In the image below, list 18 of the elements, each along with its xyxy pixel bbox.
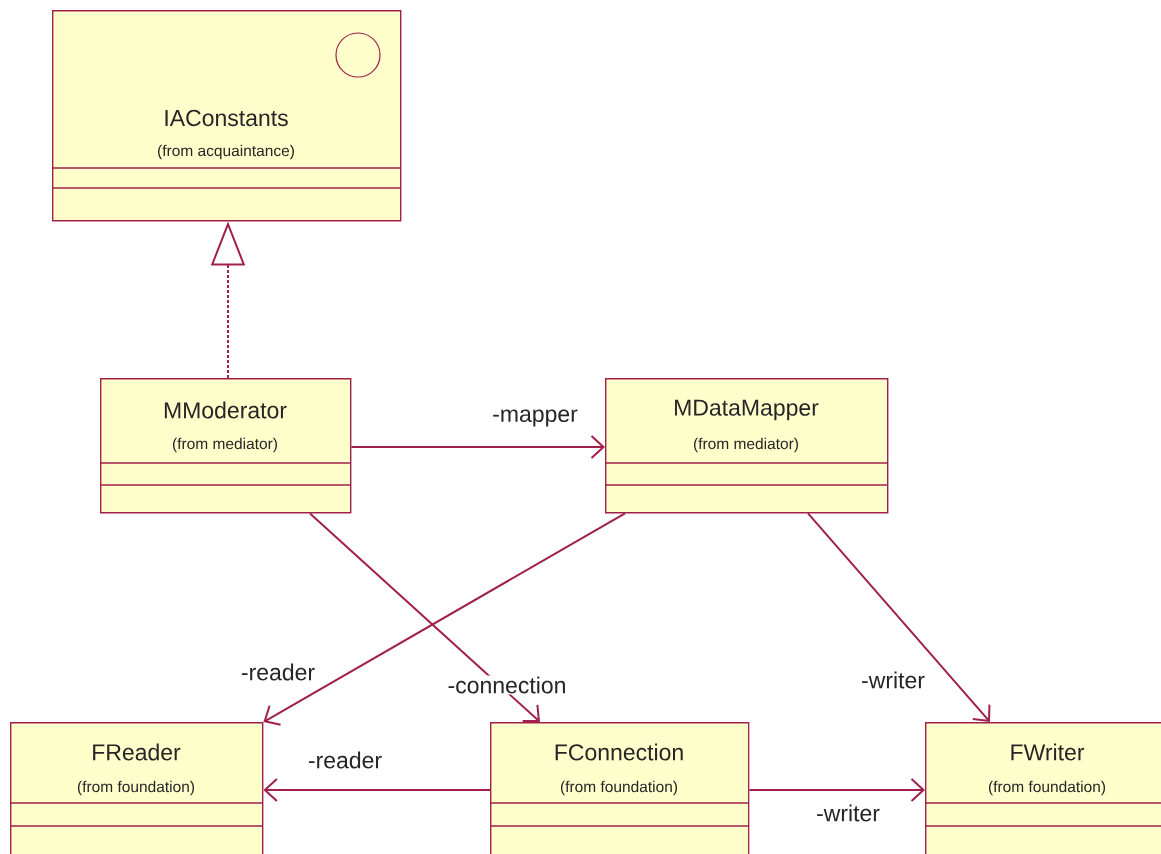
class-box: FReader (from foundation) <box>9 722 264 854</box>
edge-label: -connection <box>446 675 568 695</box>
edge-label: -reader <box>239 662 317 682</box>
class-box: FConnection (from foundation) <box>489 722 750 854</box>
association-arrow <box>748 778 925 802</box>
association-arrow <box>807 512 991 722</box>
association-arrow <box>309 512 540 723</box>
edge-label: -mapper <box>491 408 579 428</box>
class-box: MModerator (from mediator) <box>99 378 352 514</box>
association-arrow <box>263 778 491 802</box>
association-arrow <box>263 512 626 726</box>
association-arrow <box>350 435 605 459</box>
class-box: MDataMapper (from mediator) <box>604 378 889 514</box>
edge-label: -writer <box>860 670 926 690</box>
class-box: IAConstants (from acquaintance) <box>51 10 402 222</box>
edge-label: -reader <box>306 750 384 770</box>
edge-label: -writer <box>815 803 881 823</box>
class-box: FWriter (from foundation) <box>924 722 1161 854</box>
